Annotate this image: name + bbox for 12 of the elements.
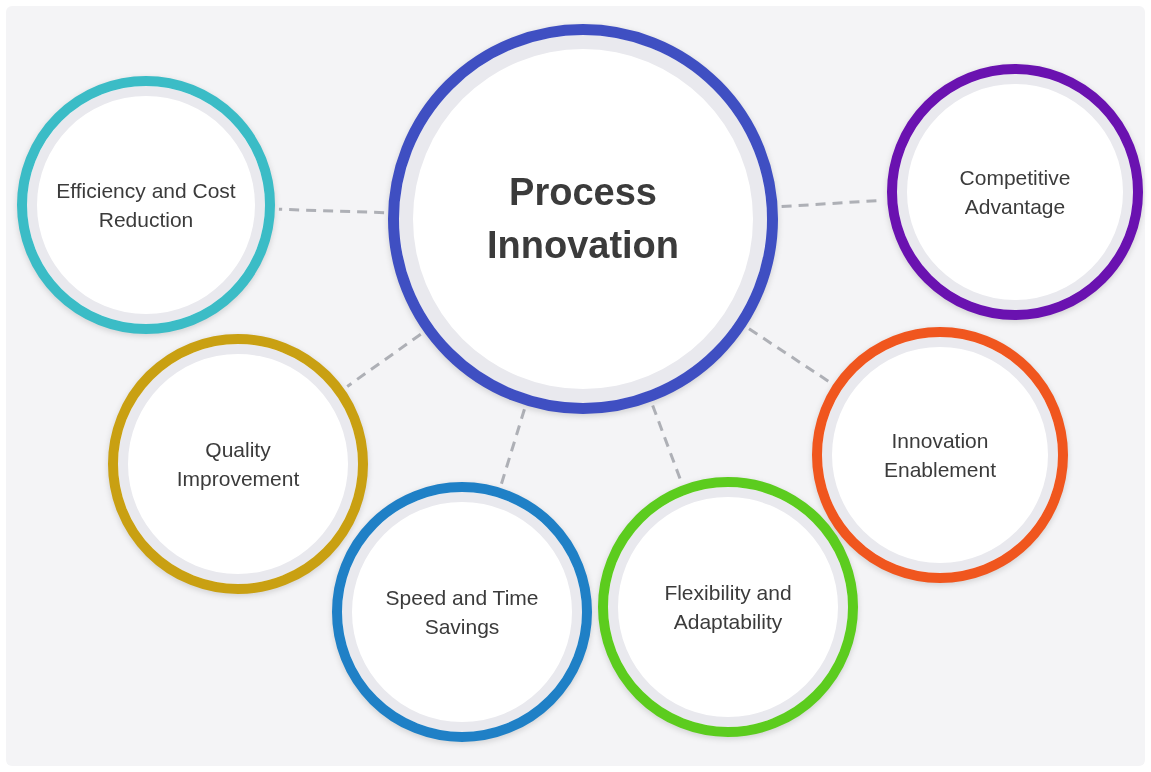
node-label: Efficiency and Cost Reduction bbox=[55, 177, 237, 233]
dashed-connector bbox=[748, 327, 831, 384]
node-label: Innovation Enablement bbox=[882, 427, 998, 483]
dashed-connector bbox=[346, 333, 422, 388]
dashed-connector bbox=[278, 207, 385, 215]
dashed-connector bbox=[651, 404, 683, 482]
dashed-connector bbox=[500, 408, 526, 485]
node-label: Competitive Advantage bbox=[958, 164, 1072, 220]
node-label: Flexibility and Adaptability bbox=[663, 579, 793, 635]
node-label: Quality Improvement bbox=[175, 436, 301, 492]
title-label: Process Innovation bbox=[485, 169, 681, 268]
node-label: Speed and Time Savings bbox=[384, 584, 540, 640]
